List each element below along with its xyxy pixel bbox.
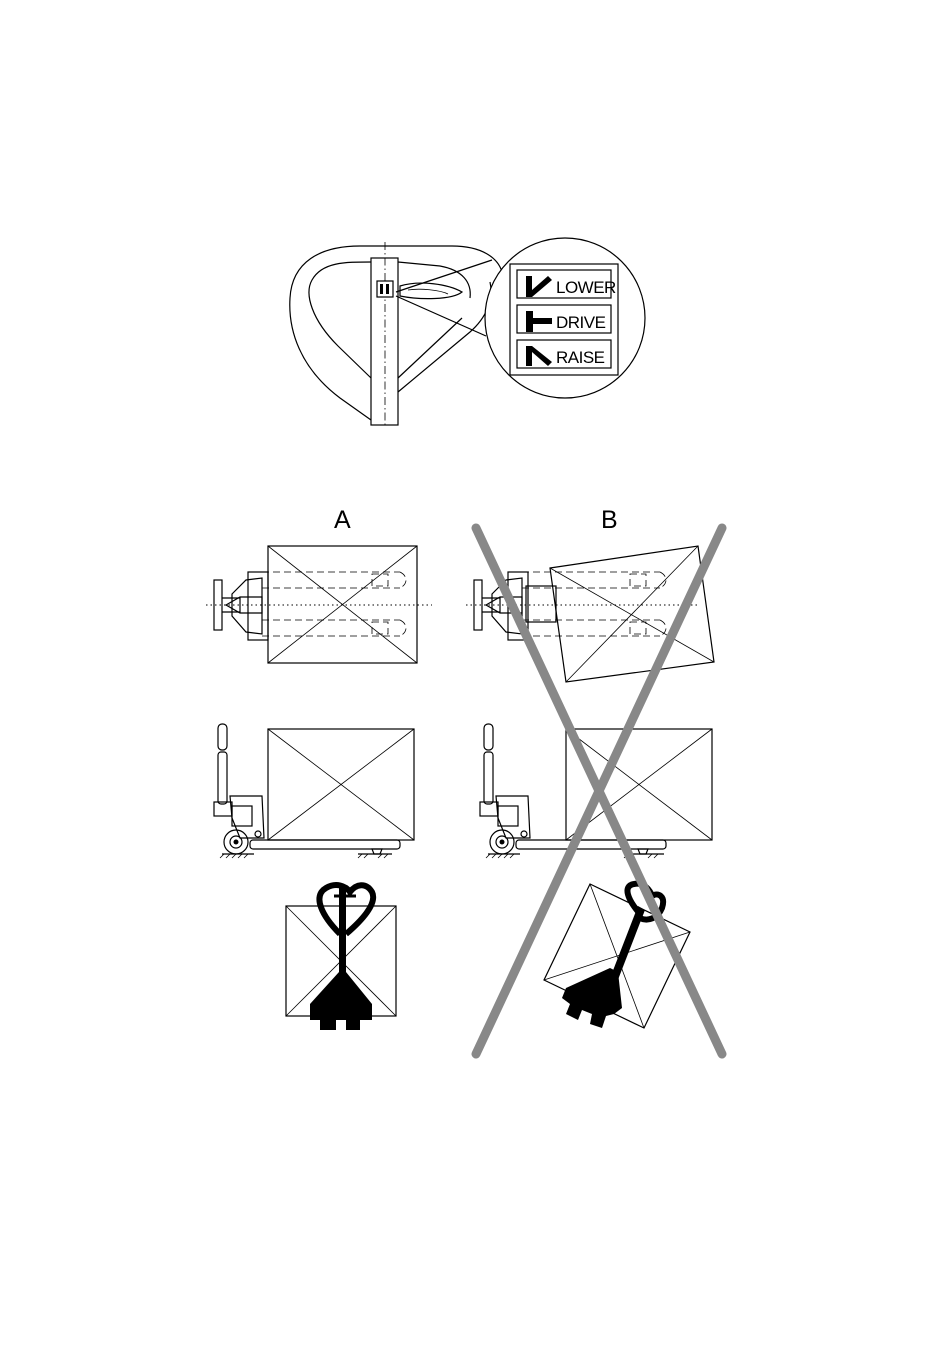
panel-label-a: A	[334, 506, 351, 534]
plan-view-aligned	[286, 885, 396, 1030]
switch-label-raise: RAISE	[556, 348, 605, 367]
handle-top-view	[290, 242, 502, 425]
top-view-centered-load	[206, 546, 432, 663]
side-view-correct	[214, 724, 414, 858]
top-view-skewed-load	[466, 546, 714, 682]
plan-view-rotated	[544, 884, 690, 1028]
switch-detail-magnifier: LOWER DRIVE RAISE	[396, 238, 645, 398]
switch-label-drive: DRIVE	[556, 313, 606, 332]
panel-label-b: B	[601, 506, 618, 534]
switch-label-lower: LOWER	[556, 278, 616, 297]
